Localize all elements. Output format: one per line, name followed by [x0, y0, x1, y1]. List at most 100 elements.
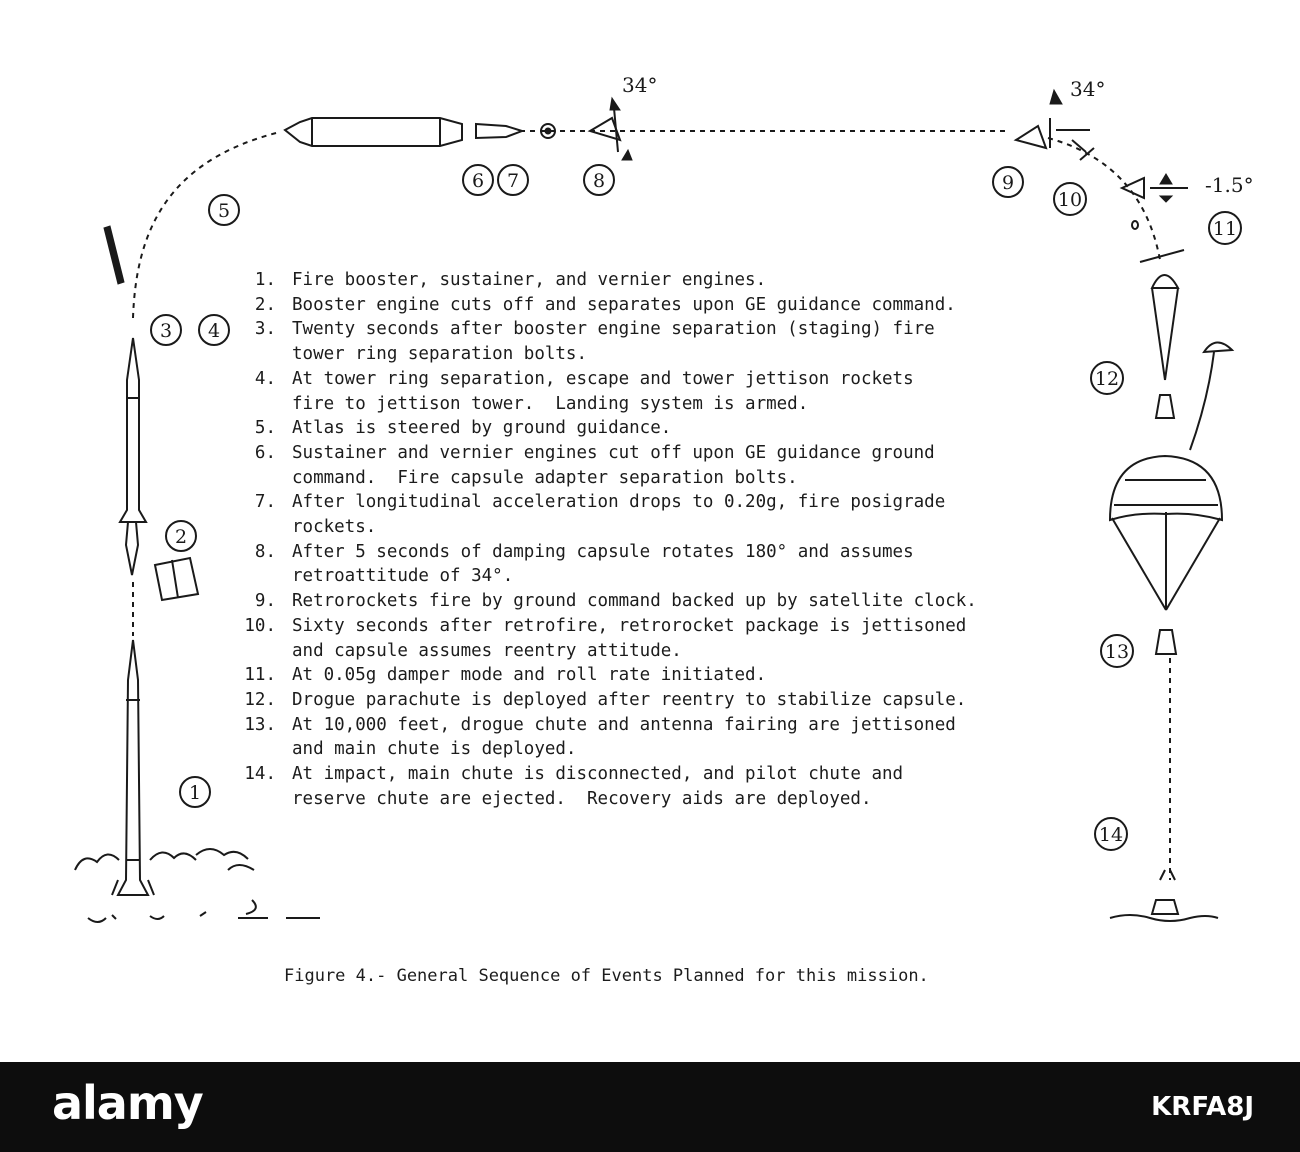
sequence-step-line: 9. Retrorockets fire by ground command ba…: [228, 589, 1108, 614]
sequence-step-number: 5.: [254, 418, 276, 439]
sequence-step-text: Drogue parachute is deployed after reent…: [292, 689, 967, 710]
svg-text:6: 6: [472, 170, 484, 192]
sequence-step-number: 13.: [244, 714, 276, 735]
sequence-step-number: [228, 342, 292, 367]
sequence-step-line: rockets.: [228, 515, 1108, 540]
step-marker-11: 11: [1208, 211, 1242, 245]
sequence-step-number: [228, 515, 292, 540]
svg-text:13: 13: [1105, 641, 1129, 663]
sequence-step-line: 4. At tower ring separation, escape and t…: [228, 367, 1108, 392]
sequence-step-line: 13.At 10,000 feet, drogue chute and ante…: [228, 713, 1108, 738]
sequence-step-text: Twenty seconds after booster engine sepa…: [292, 319, 935, 340]
sequence-step-number: 3.: [254, 319, 276, 340]
step-marker-12: 12: [1090, 361, 1124, 395]
booster-section-jettisoned: [153, 556, 200, 602]
sequence-step-text: fire to jettison tower. Landing system i…: [292, 393, 809, 414]
sequence-step-text: Sixty seconds after retrofire, retrorock…: [292, 615, 967, 636]
step-marker-1: 1: [179, 776, 211, 808]
svg-text:10: 10: [1058, 189, 1082, 211]
sequence-step-number: 14.: [244, 764, 276, 785]
svg-text:14: 14: [1099, 824, 1123, 846]
trajectory-reentry: [1047, 137, 1161, 261]
sequence-step-number: 9.: [254, 591, 276, 612]
sequence-step-text: Booster engine cuts off and separates up…: [292, 294, 956, 315]
step-marker-3: 3: [150, 314, 182, 346]
svg-text:7: 7: [507, 170, 519, 192]
sequence-step-line: and main chute is deployed.: [228, 737, 1108, 762]
sequence-step-text: and capsule assumes reentry attitude.: [292, 640, 682, 661]
sequence-step-text: Sustainer and vernier engines cut off up…: [292, 442, 935, 463]
sequence-step-number: 8.: [254, 541, 276, 562]
sequence-step-number: 4.: [254, 368, 276, 389]
sequence-step-number: 12.: [244, 689, 276, 710]
angle-label-step9: 34°: [1070, 77, 1105, 101]
sequence-step-line: 11.At 0.05g damper mode and roll rate in…: [228, 663, 1108, 688]
angle-label-step11: -1.5°: [1205, 173, 1254, 197]
sequence-step-line: 14.At impact, main chute is disconnected…: [228, 762, 1108, 787]
sequence-step-text: At tower ring separation, escape and tow…: [292, 368, 914, 389]
sequence-step-line: command. Fire capsule adapter separation…: [228, 466, 1108, 491]
sequence-step-line: 1. Fire booster, sustainer, and vernier e…: [228, 268, 1108, 293]
main-chute-step13: [1108, 454, 1224, 655]
sequence-step-text: After 5 seconds of damping capsule rotat…: [292, 541, 914, 562]
sequence-step-number: [228, 466, 292, 491]
atlas-sustainer-rocket: [118, 337, 148, 576]
sequence-step-text: Fire booster, sustainer, and vernier eng…: [292, 270, 767, 290]
sequence-step-text: Atlas is steered by ground guidance.: [292, 418, 672, 439]
sustainer-in-orbit: [283, 117, 526, 147]
capsule-reentry-step11: [1119, 173, 1188, 263]
sequence-step-number: 2.: [254, 294, 276, 315]
launch-smoke-clouds: [74, 848, 320, 923]
step-marker-7: 7: [497, 164, 529, 196]
watermark-footer-bar: alamy KRFA8J: [0, 1062, 1300, 1152]
svg-text:8: 8: [593, 170, 605, 192]
capsule-retrofire-step9: [1013, 88, 1090, 150]
sequence-step-line: reserve chute are ejected. Recovery aids…: [228, 787, 1108, 812]
svg-text:12: 12: [1095, 368, 1119, 390]
sequence-step-number: [228, 392, 292, 417]
step-marker-2: 2: [165, 520, 197, 552]
sequence-step-line: 12. Drogue parachute is deployed after re…: [228, 688, 1108, 713]
sequence-step-number: 11.: [244, 665, 276, 686]
svg-text:9: 9: [1002, 172, 1014, 194]
sequence-step-line: 3. Twenty seconds after booster engine se…: [228, 317, 1108, 342]
sequence-step-number: 7.: [254, 492, 276, 513]
step-marker-14: 14: [1094, 817, 1128, 851]
svg-text:3: 3: [160, 320, 172, 342]
watermark-logo: alamy: [52, 1076, 204, 1130]
sequence-step-text: and main chute is deployed.: [292, 739, 577, 760]
step-marker-9: 9: [992, 166, 1024, 198]
sequence-step-text: rockets.: [292, 517, 377, 538]
sequence-step-line: 10. Sixty seconds after retrofire, retror…: [228, 614, 1108, 639]
capsule-rotated-step8: [587, 96, 633, 161]
sequence-step-line: fire to jettison tower. Landing system i…: [228, 392, 1108, 417]
sequence-step-line: tower ring separation bolts.: [228, 342, 1108, 367]
sequence-step-number: 1.: [254, 270, 276, 290]
sequence-step-text: After longitudinal acceleration drops to…: [292, 492, 946, 513]
sequence-step-text: retroattitude of 34°.: [292, 566, 514, 587]
svg-text:4: 4: [208, 320, 220, 342]
angle-label-step8: 34°: [622, 73, 657, 97]
sequence-step-text: tower ring separation bolts.: [292, 344, 588, 365]
svg-text:1: 1: [189, 782, 201, 804]
atlas-launch-rocket: [111, 639, 155, 896]
sequence-step-line: 8. After 5 seconds of damping capsule rot…: [228, 540, 1108, 565]
sequence-step-line: 7. After longitudinal acceleration drops …: [228, 490, 1108, 515]
step-marker-4: 4: [198, 314, 230, 346]
sequence-step-number: [228, 787, 292, 812]
step-marker-10: 10: [1053, 182, 1087, 216]
sequence-step-line: retroattitude of 34°.: [228, 564, 1108, 589]
sequence-step-number: [228, 564, 292, 589]
sequence-step-number: [228, 737, 292, 762]
retropack-jettison-step10: [1071, 139, 1095, 161]
sequence-step-number: 10.: [244, 615, 276, 636]
drogue-chute-jettisoned: [1189, 341, 1235, 451]
escape-tower-jettisoned: [103, 225, 125, 285]
sequence-step-line: 2. Booster engine cuts off and separates …: [228, 293, 1108, 318]
sequence-step-text: Retrorockets fire by ground command back…: [292, 591, 977, 612]
mission-sequence-diagram: 34° 34° -1.5°: [74, 73, 1254, 923]
figure-caption: Figure 4.- General Sequence of Events Pl…: [284, 966, 929, 986]
step-marker-6: 6: [462, 164, 494, 196]
sequence-step-text: command. Fire capsule adapter separation…: [292, 467, 798, 488]
capsule-landed-step14: [1109, 869, 1219, 922]
